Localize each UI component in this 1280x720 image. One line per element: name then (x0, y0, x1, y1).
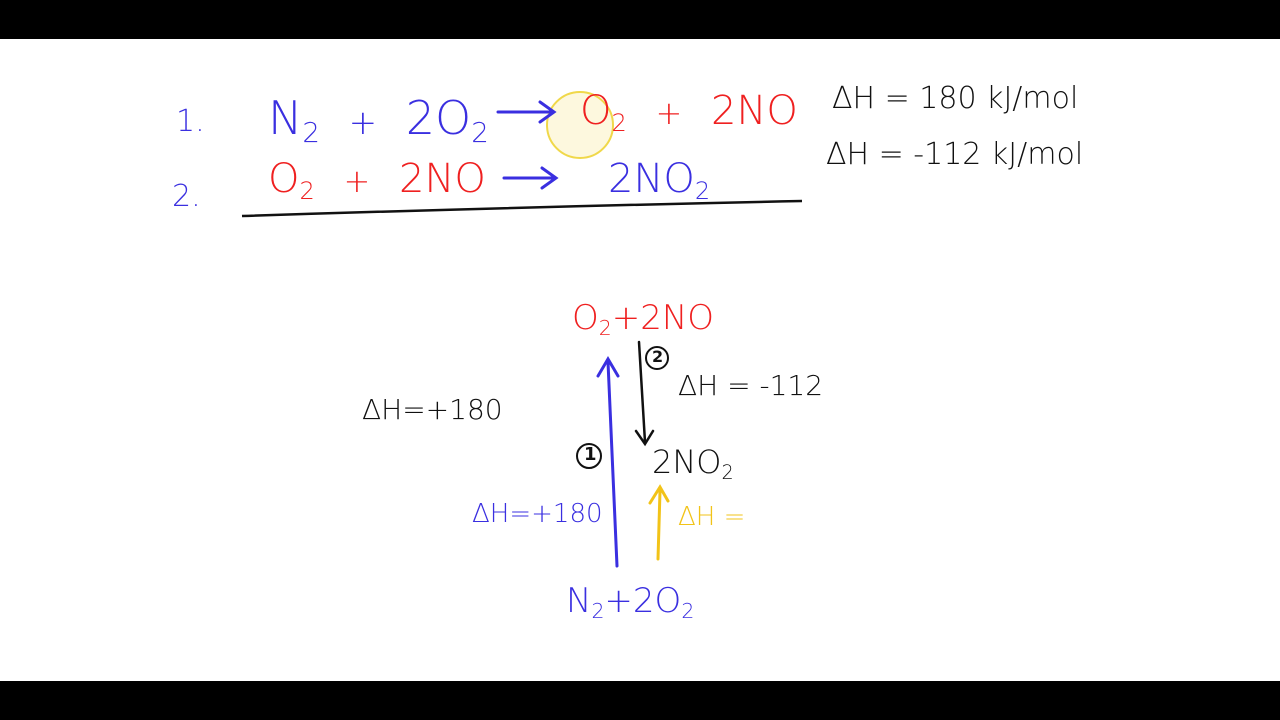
step-2-circle (645, 346, 669, 370)
plus-sign: + (348, 103, 378, 143)
letterbox-bottom (0, 681, 1280, 720)
drawing-layer (241, 91, 803, 568)
reaction-2-number: 2. (172, 179, 201, 214)
reaction-2-products: 2NO2 (608, 156, 711, 206)
whiteboard: 1. N2 + 2O2 O2 + 2NO ΔH = 180 kJ/mol 2. … (0, 39, 1280, 681)
diagram-bottom-species: N2+2O2 (566, 581, 695, 624)
step-2-label: 2 (652, 347, 664, 366)
product-o2: O2 (580, 88, 627, 138)
reaction-1-arrow (496, 100, 557, 124)
product-2no: 2NO (711, 88, 798, 134)
reaction-1-enthalpy: ΔH = 180 kJ/mol (832, 81, 1079, 116)
step-1-arrow (596, 356, 620, 568)
letterbox-top (0, 0, 1280, 39)
overall-arrow (648, 484, 670, 561)
overall-enthalpy-unknown: ΔH = (678, 502, 746, 532)
reactant-2no: 2NO (399, 156, 486, 202)
cursor-highlight (546, 91, 614, 159)
plus-sign: + (343, 162, 371, 200)
reaction-2-arrow (502, 166, 559, 190)
step-1-label: 1 (584, 444, 597, 465)
reaction-1-products: O2 + 2NO (580, 88, 798, 138)
reaction-1-number: 1. (176, 104, 205, 139)
reactant-o2: 2O2 (405, 91, 489, 150)
reactant-n2: N2 (268, 91, 320, 150)
diagram-enthalpy-left: ΔH=+180 (362, 393, 503, 426)
reactant-o2: O2 (268, 156, 315, 206)
plus-sign: + (655, 94, 683, 132)
step-2-enthalpy: ΔH = -112 (678, 369, 824, 402)
reaction-1-reactants: N2 + 2O2 (268, 95, 489, 147)
sum-underline (241, 199, 803, 218)
step-1-circle (576, 443, 602, 469)
step-2-arrow (634, 340, 655, 447)
diagram-middle-species: 2NO2 (652, 443, 734, 484)
reaction-2-reactants: O2 + 2NO (268, 156, 486, 206)
diagram-top-species: O2+2NO (572, 298, 715, 341)
reaction-2-enthalpy: ΔH = -112 kJ/mol (826, 137, 1084, 172)
step-1-enthalpy: ΔH=+180 (472, 499, 603, 529)
